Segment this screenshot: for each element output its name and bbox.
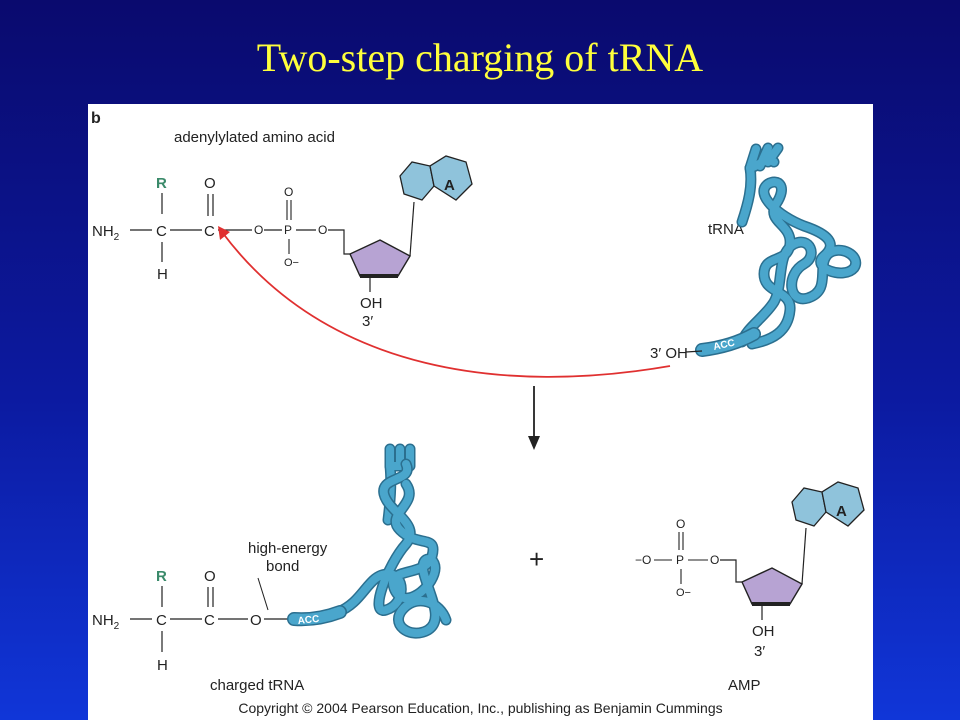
amp-top-oxygen: O <box>676 517 685 531</box>
carbonyl-carbon-2: C <box>204 612 215 629</box>
carbonyl-carbon: C <box>204 223 215 240</box>
charged-trna-caption: charged tRNA <box>210 677 304 694</box>
oh-acc-bond <box>685 350 703 353</box>
three-prime-label: 3′ <box>362 313 373 330</box>
slide-title: Two-step charging of tRNA <box>256 35 704 80</box>
charged-trna-strand <box>334 460 450 638</box>
trna-label: tRNA <box>708 221 744 238</box>
figure-panel: b adenylylated amino acid R NH2 C H O C … <box>88 104 873 720</box>
amine-label: NH2 <box>92 223 120 243</box>
diagram-canvas: b adenylylated amino acid R NH2 C H O C … <box>91 110 865 694</box>
o-ch2-bond <box>328 229 350 255</box>
amp-right-oxygen: O <box>710 553 719 567</box>
ester-oxygen: O <box>250 612 262 629</box>
adenine-five-ring <box>399 161 435 201</box>
charged-trna: R NH2 C H O C O high-energy bond ACC cha… <box>92 443 452 694</box>
amp-adenine-label: A <box>836 503 847 520</box>
hydrogen-label-2: H <box>157 657 168 674</box>
amp-left-oxygen: −O <box>635 553 651 567</box>
amine-label-2: NH2 <box>92 612 120 632</box>
trna-end-label: 3′ OH <box>650 345 688 362</box>
adenylylated-caption: adenylylated amino acid <box>174 129 335 146</box>
attack-arrowhead <box>218 226 230 240</box>
attack-arrow <box>221 231 671 378</box>
copyright-notice: Copyright © 2004 Pearson Education, Inc.… <box>238 700 723 716</box>
acc-tail <box>696 328 760 356</box>
adenine-label: A <box>444 177 455 194</box>
ribose-ring <box>349 239 411 277</box>
amp-glycosidic-bond <box>801 527 807 585</box>
bridge-oxygen-1: O <box>254 223 263 237</box>
carbonyl-oxygen: O <box>204 175 216 192</box>
reaction-arrowhead <box>528 436 540 450</box>
bridge-oxygen-2: O <box>318 223 327 237</box>
hydroxyl-label: OH <box>360 295 383 312</box>
acc-label: ACC <box>712 338 735 353</box>
adenylylated-amino-acid: adenylylated amino acid R NH2 C H O C O … <box>92 129 473 330</box>
amp-molecule: O −O P O O− OH 3′ A AMP <box>635 481 865 694</box>
adenine-six-ring <box>429 155 473 201</box>
amp-caption: AMP <box>728 677 761 694</box>
amp-o-ch2 <box>720 559 742 583</box>
r-group-label: R <box>156 175 167 192</box>
phosphorus: P <box>284 223 292 237</box>
plus-sign: + <box>529 544 544 574</box>
r-group-label-2: R <box>156 568 167 585</box>
trna-strand <box>738 178 860 348</box>
amp-adenine-five-ring <box>791 487 827 527</box>
phosphate-negative-oxygen: O− <box>284 257 299 269</box>
panel-label: b <box>91 110 101 127</box>
bond-label-line1: high-energy <box>248 540 328 557</box>
phosphate-top-oxygen: O <box>284 185 293 199</box>
alpha-carbon-2: C <box>156 612 167 629</box>
carbonyl-oxygen-2: O <box>204 568 216 585</box>
alpha-carbon: C <box>156 223 167 240</box>
amp-phosphorus: P <box>676 553 684 567</box>
bond-pointer <box>257 577 269 611</box>
amp-adenine-six-ring <box>821 481 865 527</box>
amp-ribose-ring <box>741 567 803 605</box>
acc-label-2: ACC <box>297 614 320 627</box>
hydrogen-label: H <box>157 266 168 283</box>
amp-three-prime: 3′ <box>754 643 765 660</box>
bond-label-line2: bond <box>266 558 299 575</box>
trna-top: tRNA ACC 3′ OH <box>650 142 862 362</box>
glycosidic-bond <box>409 201 415 257</box>
amp-hydroxyl: OH <box>752 623 775 640</box>
amp-bottom-oxygen: O− <box>676 587 691 599</box>
acc-tail-2 <box>288 606 346 625</box>
